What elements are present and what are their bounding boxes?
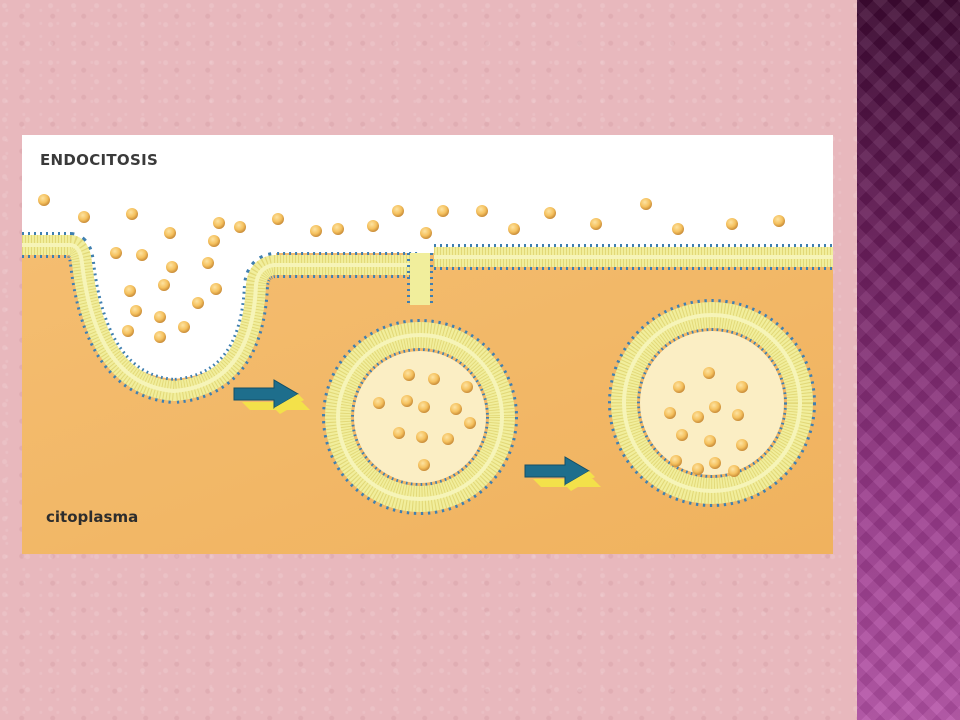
- vesicle-particles-middle: [373, 369, 476, 471]
- endocytosis-figure: ENDOCITOSIS citoplasma: [22, 135, 833, 554]
- pinching-vesicle: [322, 253, 518, 515]
- diagram-title: ENDOCITOSIS: [40, 151, 159, 169]
- arrow-icon: [524, 456, 601, 491]
- vesicle-interior: [354, 351, 486, 483]
- endocytosis-diagram: [22, 135, 833, 554]
- decorative-side-band: [857, 0, 960, 720]
- vesicle-particles-right: [664, 367, 748, 477]
- cytoplasm-label: citoplasma: [46, 508, 139, 526]
- plasma-membrane-left: [22, 232, 420, 405]
- invagination-pocket: [66, 135, 276, 379]
- endocytic-vesicle: [608, 299, 816, 507]
- extracellular-particles: [38, 194, 785, 239]
- invaginated-particles: [110, 235, 222, 343]
- arrow-icon: [233, 379, 310, 414]
